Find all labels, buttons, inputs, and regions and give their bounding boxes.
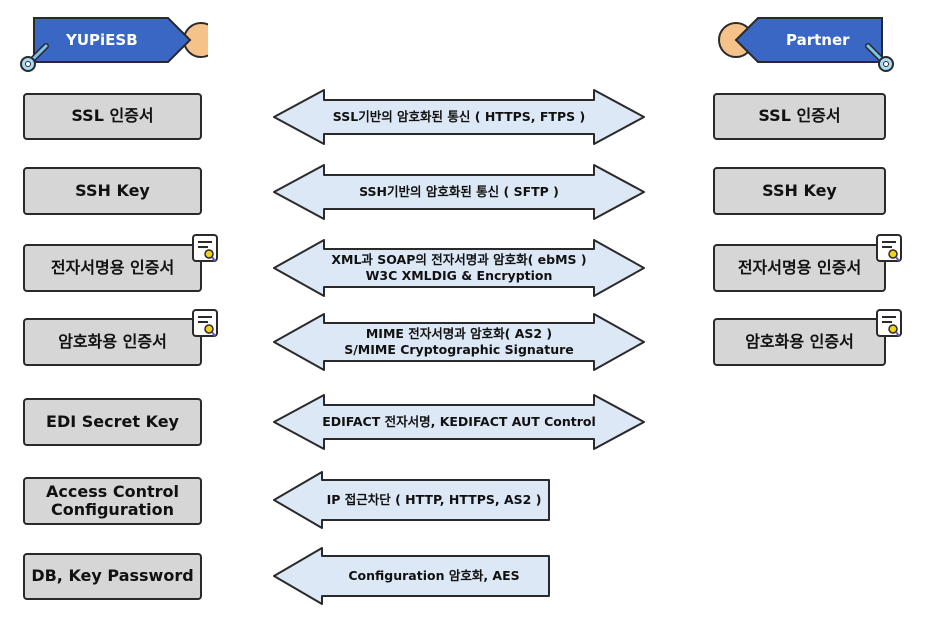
arrow-sublabel: W3C XMLDIG & Encryption	[365, 268, 553, 283]
left-arrow-shape	[273, 547, 550, 605]
certificate-icon	[192, 309, 218, 337]
double-arrow-shape	[273, 394, 645, 450]
right-item-encrypt-cert: 암호화용 인증서	[713, 318, 886, 366]
arrow-ssh: SSH기반의 암호화된 통신 ( SFTP )	[272, 163, 646, 221]
right-item-ssh-key: SSH Key	[713, 167, 886, 215]
left-item-ssl-cert: SSL 인증서	[23, 93, 202, 140]
key-icon	[20, 43, 49, 72]
double-arrow-shape	[273, 313, 645, 371]
arrow-label: Configuration 암호화, AES	[348, 567, 520, 583]
left-item-ssh-key: SSH Key	[23, 167, 202, 215]
partner-tag-shape	[718, 17, 883, 63]
arrow-label: MIME 전자서명과 암호화( AS2 )	[365, 325, 553, 341]
left-arrow-shape	[273, 471, 550, 529]
arrow-ssl: SSL기반의 암호화된 통신 ( HTTPS, FTPS )	[272, 88, 646, 146]
arrow-label: SSH기반의 암호화된 통신 ( SFTP )	[359, 183, 559, 199]
right-item-sign-cert: 전자서명용 인증서	[713, 244, 886, 292]
arrow-label: IP 접근차단 ( HTTP, HTTPS, AS2 )	[326, 491, 542, 507]
double-arrow-shape	[273, 239, 645, 297]
arrow-edifact: EDIFACT 전자서명, KEDIFACT AUT Control	[272, 393, 646, 451]
arrow-as2: MIME 전자서명과 암호화( AS2 ) S/MIME Cryptograph…	[272, 312, 646, 372]
left-item-access-control: Access Control Configuration	[23, 477, 202, 525]
double-arrow-shape	[273, 89, 645, 145]
certificate-icon	[876, 234, 902, 262]
certificate-icon	[876, 309, 902, 337]
partner-label: Partner	[786, 31, 850, 49]
arrow-sublabel: S/MIME Cryptographic Signature	[344, 342, 574, 357]
arrow-config-aes: Configuration 암호화, AES	[272, 546, 552, 606]
certificate-icon	[192, 234, 218, 262]
yupiesb-label: YUPiESB	[66, 31, 138, 49]
yupiesb-tag: YUPiESB	[18, 14, 219, 72]
left-item-encrypt-cert: 암호화용 인증서	[23, 318, 202, 366]
left-item-sign-cert: 전자서명용 인증서	[23, 244, 202, 292]
partner-tag: Partner	[712, 14, 898, 72]
arrow-ebms: XML과 SOAP의 전자서명과 암호화( ebMS ) W3C XMLDIG …	[272, 238, 646, 298]
arrow-label: EDIFACT 전자서명, KEDIFACT AUT Control	[322, 413, 596, 429]
right-item-ssl-cert: SSL 인증서	[713, 93, 886, 140]
left-item-db-key-password: DB, Key Password	[23, 553, 202, 600]
key-icon	[865, 43, 894, 72]
arrow-label: SSL기반의 암호화된 통신 ( HTTPS, FTPS )	[332, 108, 586, 124]
arrow-label: XML과 SOAP의 전자서명과 암호화( ebMS )	[331, 251, 587, 267]
double-arrow-shape	[273, 164, 645, 220]
arrow-ip-block: IP 접근차단 ( HTTP, HTTPS, AS2 )	[272, 470, 552, 530]
left-item-edi-secret-key: EDI Secret Key	[23, 398, 202, 446]
